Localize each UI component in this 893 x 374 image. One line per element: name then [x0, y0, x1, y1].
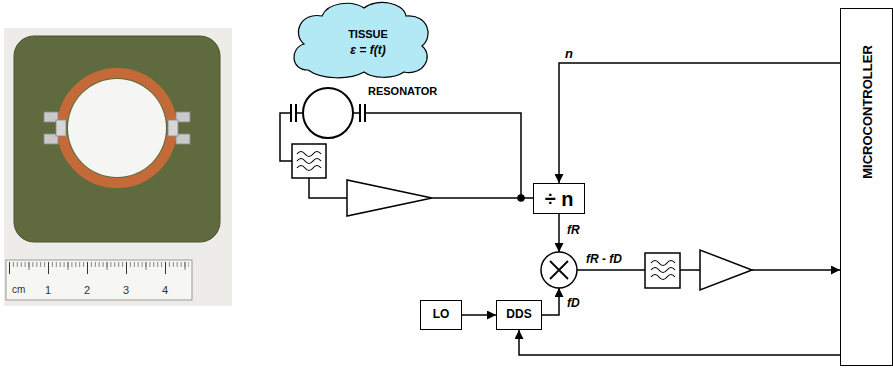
- control-line: [559, 63, 840, 183]
- signal-name: fR: [567, 223, 580, 237]
- ruler: [6, 260, 192, 300]
- node-text: LO: [433, 308, 450, 321]
- ruler-number: 2: [84, 283, 90, 297]
- tissue-cloud: TISSUEε = f(t): [288, 0, 434, 78]
- amplifier-triangle: [347, 180, 432, 216]
- oscillator-box: LO: [420, 300, 462, 330]
- copper-ring: [62, 73, 172, 183]
- junction-dot: [518, 195, 524, 201]
- filter-symbol: [651, 261, 675, 280]
- ruler-number: 1: [45, 283, 51, 297]
- wire: [309, 178, 347, 198]
- node-text: DDS: [506, 308, 531, 321]
- resonator-outline: [302, 87, 354, 139]
- control-line: [519, 330, 840, 355]
- amplifier-triangle: [700, 250, 752, 290]
- ruler-number: 4: [162, 283, 168, 297]
- mixer-symbol: [541, 252, 577, 288]
- ring-gap: [52, 121, 68, 135]
- signal-name: fD: [567, 296, 580, 310]
- wire: [542, 288, 559, 315]
- lowpass-filter: [645, 253, 680, 288]
- resonator-circle: [303, 88, 353, 138]
- signal-name: fR - fD: [586, 252, 622, 266]
- node-text: ÷ n: [545, 188, 574, 210]
- divider-box: ÷ n: [533, 183, 585, 214]
- node-text: MICROCONTROLLER: [859, 45, 874, 179]
- circuit-wires: [280, 104, 840, 315]
- node-text: RESONATOR: [368, 85, 437, 97]
- filter-symbol: [297, 152, 321, 171]
- wire: [752, 269, 840, 271]
- capacitor-chip: [168, 120, 178, 136]
- wire: [577, 269, 645, 271]
- bandpass-filter: [292, 144, 326, 178]
- ruler-number: 3: [123, 283, 129, 297]
- board-hole: [68, 79, 166, 177]
- wire: [280, 113, 292, 161]
- photo-ground: [4, 28, 232, 306]
- wire: [296, 112, 303, 114]
- ring-gap: [166, 121, 182, 135]
- resonator-ring: RESONATOR: [302, 87, 354, 139]
- wire: [558, 214, 560, 252]
- capacitor-chip: [56, 120, 66, 136]
- pcb-board: [14, 36, 220, 242]
- mixer-cross: [550, 261, 568, 279]
- resonator-photo: [4, 28, 232, 306]
- wire: [365, 113, 521, 198]
- permittivity-text: ε = f(t): [350, 42, 385, 58]
- wire: [353, 112, 360, 114]
- microcontroller-box: MICROCONTROLLER: [840, 8, 893, 366]
- dds-box: DDS: [496, 300, 542, 330]
- signal-arrow: [462, 314, 496, 316]
- edge-label: n: [563, 46, 575, 61]
- cloud-path: [294, 2, 428, 77]
- wire: [680, 269, 700, 271]
- ruler-unit: cm: [12, 283, 25, 297]
- node-text: TISSUE: [348, 26, 388, 42]
- ruler-ticks: [9, 262, 189, 275]
